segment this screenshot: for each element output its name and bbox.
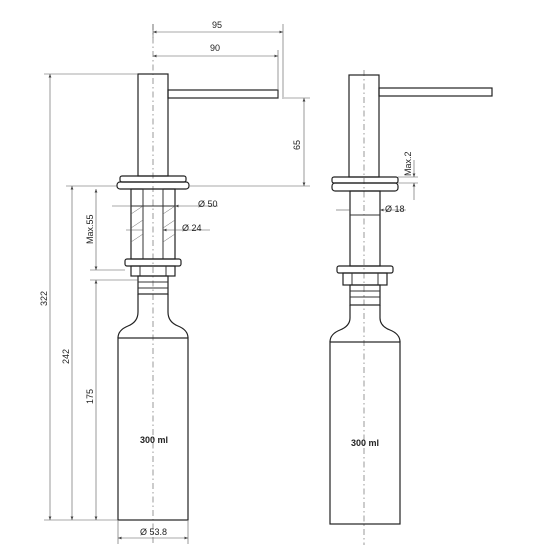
right-nut: [336, 265, 394, 286]
dim-95-label: 95: [212, 20, 222, 30]
dim-max2-label: Max.2: [403, 151, 413, 176]
dim-dia24-label: Ø 24: [182, 223, 202, 233]
dim-322-label: 322: [39, 291, 49, 306]
dim-95: 95: [152, 20, 284, 99]
dim-dia50-label: Ø 50: [198, 199, 218, 209]
dim-dia18: Ø 18: [336, 204, 406, 214]
dim-242: 242: [61, 185, 117, 520]
left-shank: [130, 188, 176, 260]
dim-65-label: 65: [292, 140, 302, 150]
dim-dia53-8-label: Ø 53.8: [140, 527, 167, 537]
left-dispenser-view: 300 ml 95 90 65 322: [39, 20, 310, 545]
right-flange: [331, 176, 399, 192]
right-shank: [349, 190, 381, 267]
left-volume-label: 300 ml: [140, 435, 168, 445]
dim-90-label: 90: [210, 43, 220, 53]
dim-242-label: 242: [61, 349, 71, 364]
left-bottle-neck: [117, 275, 189, 339]
dim-max55-label: Max.55: [85, 214, 95, 244]
dim-90: 90: [153, 43, 279, 89]
dim-65: 65: [190, 97, 310, 187]
right-volume-label: 300 ml: [351, 438, 379, 448]
dim-max55: Max.55: [85, 189, 125, 271]
left-spout: [137, 73, 279, 177]
left-bottle: [117, 337, 189, 521]
right-dispenser-view: 300 ml Max.2 Ø 18: [329, 70, 493, 545]
dim-dia24: Ø 24: [126, 223, 210, 233]
dim-max2: Max.2: [398, 151, 418, 200]
dim-175: 175: [85, 279, 138, 520]
dim-dia50: Ø 50: [112, 199, 218, 209]
dim-175-label: 175: [85, 389, 95, 404]
right-spout: [348, 74, 493, 178]
dim-dia18-label: Ø 18: [385, 204, 405, 214]
right-bottle-neck: [329, 284, 401, 343]
right-bottle: [329, 341, 401, 525]
dim-dia53-8: Ø 53.8: [117, 521, 189, 544]
dim-322: 322: [39, 73, 138, 521]
